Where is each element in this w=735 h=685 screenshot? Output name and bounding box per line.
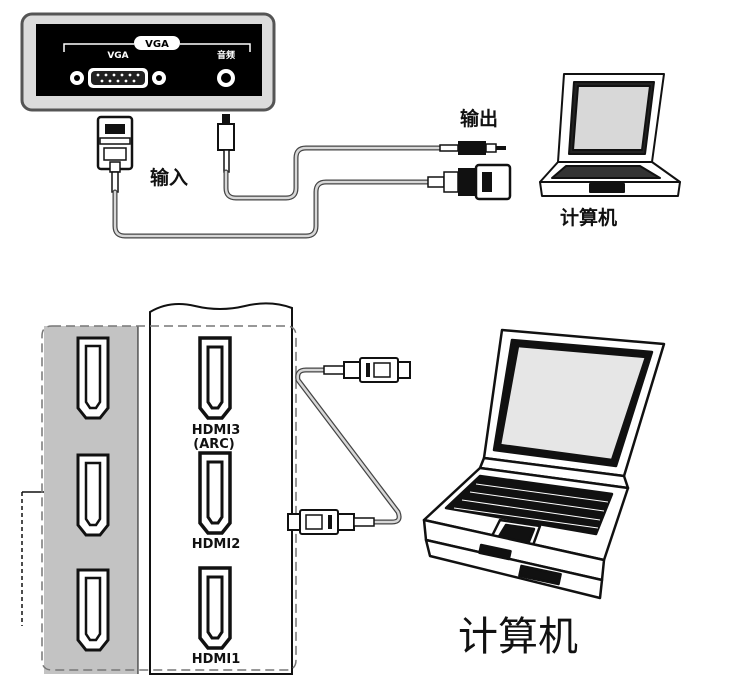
computer-label-bottom: 计算机 — [458, 614, 578, 660]
hdmi2-label: HDMI2 — [192, 537, 241, 552]
hdmi-plug-upper — [323, 357, 411, 383]
laptop-bottom-icon — [422, 328, 666, 600]
vga-port-label: VGA — [107, 51, 128, 61]
hdmi-port-grey-1 — [76, 568, 110, 652]
output-label: 输出 — [460, 107, 498, 130]
hdmi3-label: HDMI3 — [192, 423, 241, 438]
vga-plug-right — [427, 163, 512, 201]
audio-plug-right — [439, 141, 506, 155]
hdmi1-port — [198, 566, 232, 650]
hdmi3-arc-label: (ARC) — [193, 437, 235, 452]
hdmi2-port — [198, 451, 232, 535]
hdmi-port-grey-3 — [76, 336, 110, 420]
hdmi-plug-lower — [287, 509, 375, 535]
hdmi-cable — [295, 367, 402, 525]
vga-plug-left — [96, 115, 134, 193]
vga-port — [70, 68, 166, 88]
input-label: 输入 — [150, 166, 188, 189]
hdmi-port-grey-2 — [76, 453, 110, 537]
hdmi3-port — [198, 336, 232, 420]
computer-label-top: 计算机 — [560, 206, 617, 229]
cables-top — [112, 145, 443, 239]
hdmi-panel — [21, 302, 297, 675]
audio-plug-left — [217, 114, 235, 173]
audio-port — [217, 69, 235, 87]
laptop-top-icon — [539, 73, 681, 197]
cables-top-inner — [113, 146, 442, 238]
hdmi1-label: HDMI1 — [192, 652, 241, 667]
audio-port-label: 音频 — [217, 49, 235, 61]
vga-panel-title: VGA — [145, 39, 169, 50]
vga-panel: VGA VGA 音频 — [20, 12, 276, 112]
